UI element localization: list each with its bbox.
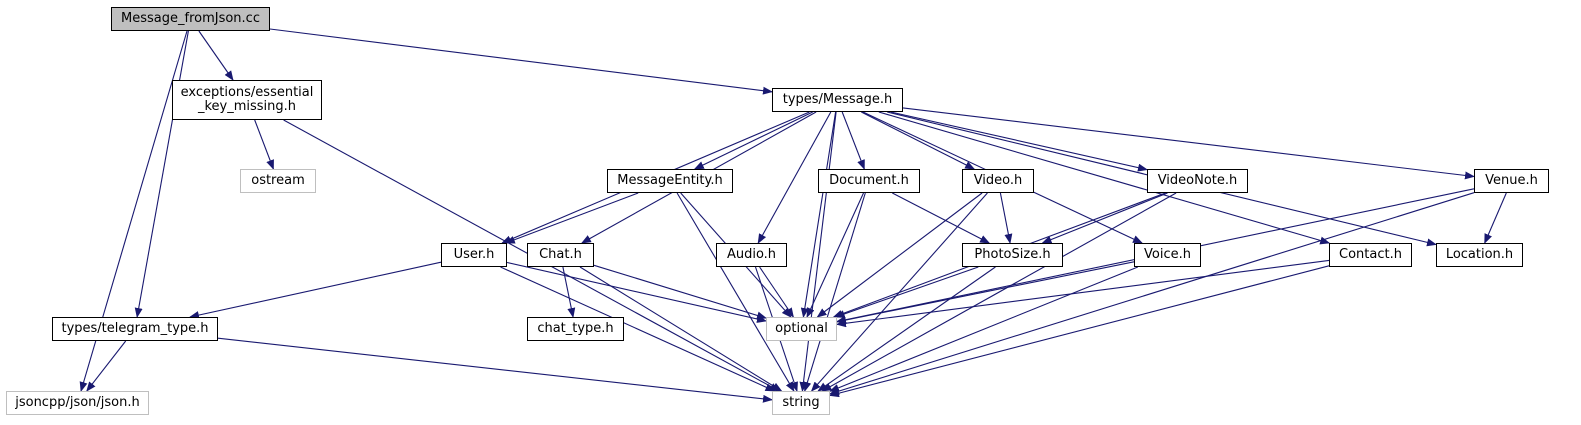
edge-video-to-photosize bbox=[999, 192, 1013, 244]
edge-user-to-telegram bbox=[189, 261, 442, 319]
essential-key-missing-node[interactable]: exceptions/essential _key_missing.h bbox=[172, 80, 322, 120]
document-h-node[interactable]: Document.h bbox=[818, 169, 920, 193]
edge-contact-to-string bbox=[829, 265, 1330, 398]
edge-audio-to-optional bbox=[759, 266, 794, 318]
user-h-node[interactable]: User.h bbox=[441, 243, 507, 267]
edge-root-to-message bbox=[269, 28, 773, 95]
audio-h-node[interactable]: Audio.h bbox=[716, 243, 787, 267]
edge-venue-to-location bbox=[1484, 192, 1507, 244]
edge-telegram-to-string bbox=[217, 337, 773, 403]
edge-chat-to-optional bbox=[593, 264, 767, 320]
edge-videonote-to-string bbox=[821, 192, 1177, 392]
edge-message-to-video bbox=[861, 111, 976, 170]
chat-h-node[interactable]: Chat.h bbox=[527, 243, 594, 267]
edge-photosize-to-optional bbox=[834, 266, 979, 318]
edge-message-to-audio bbox=[757, 111, 832, 244]
edge-voice-to-string bbox=[829, 266, 1139, 392]
ostream-node: ostream bbox=[240, 169, 316, 193]
chat-type-node[interactable]: chat_type.h bbox=[527, 317, 624, 341]
edge-msgentity-to-string bbox=[676, 192, 795, 392]
edge-chat-to-string bbox=[579, 266, 783, 392]
optional-node: optional bbox=[766, 317, 837, 341]
contact-h-node[interactable]: Contact.h bbox=[1329, 243, 1412, 267]
location-h-node[interactable]: Location.h bbox=[1436, 243, 1523, 267]
edge-chat-to-chattype bbox=[562, 266, 576, 318]
edge-message-to-videonote bbox=[890, 111, 1148, 172]
edge-voice-to-optional bbox=[836, 261, 1135, 324]
video-h-node[interactable]: Video.h bbox=[962, 169, 1034, 193]
edge-message-to-string bbox=[799, 111, 837, 392]
root-file-node: Message_fromJson.cc bbox=[111, 7, 270, 31]
edge-root-to-essential bbox=[198, 30, 234, 81]
videonote-h-node[interactable]: VideoNote.h bbox=[1147, 169, 1248, 193]
edge-message-to-msgentity bbox=[693, 111, 813, 170]
edge-telegram-to-json bbox=[86, 340, 127, 392]
message-h-node[interactable]: types/Message.h bbox=[772, 88, 903, 112]
edge-videonote-to-photosize bbox=[1041, 192, 1168, 244]
photosize-h-node[interactable]: PhotoSize.h bbox=[962, 243, 1063, 267]
message-entity-node[interactable]: MessageEntity.h bbox=[607, 169, 733, 193]
edge-venue-to-string bbox=[829, 192, 1475, 396]
edge-user-to-optional bbox=[506, 261, 767, 323]
edge-user-to-string bbox=[500, 266, 776, 392]
edge-document-to-string bbox=[803, 192, 866, 392]
edge-message-to-venue bbox=[902, 107, 1475, 180]
edge-message-to-optional bbox=[800, 111, 837, 318]
edge-essential-to-ostream bbox=[254, 119, 274, 170]
telegram-type-node[interactable]: types/telegram_type.h bbox=[52, 317, 218, 341]
edge-message-to-contact bbox=[878, 111, 1331, 245]
venue-h-node[interactable]: Venue.h bbox=[1474, 169, 1549, 193]
edge-photosize-to-string bbox=[817, 266, 996, 392]
edge-message-to-document bbox=[841, 111, 865, 170]
edge-document-to-photosize bbox=[892, 192, 991, 244]
edge-document-to-optional bbox=[806, 192, 865, 318]
edge-root-to-telegram bbox=[134, 30, 189, 318]
voice-h-node[interactable]: Voice.h bbox=[1134, 243, 1201, 267]
json-h-node: jsoncpp/json/json.h bbox=[6, 391, 149, 415]
edge-msgentity-to-user bbox=[504, 192, 639, 244]
string-node: string bbox=[772, 391, 830, 415]
edge-contact-to-optional bbox=[836, 259, 1330, 328]
edge-video-to-optional bbox=[816, 192, 983, 318]
